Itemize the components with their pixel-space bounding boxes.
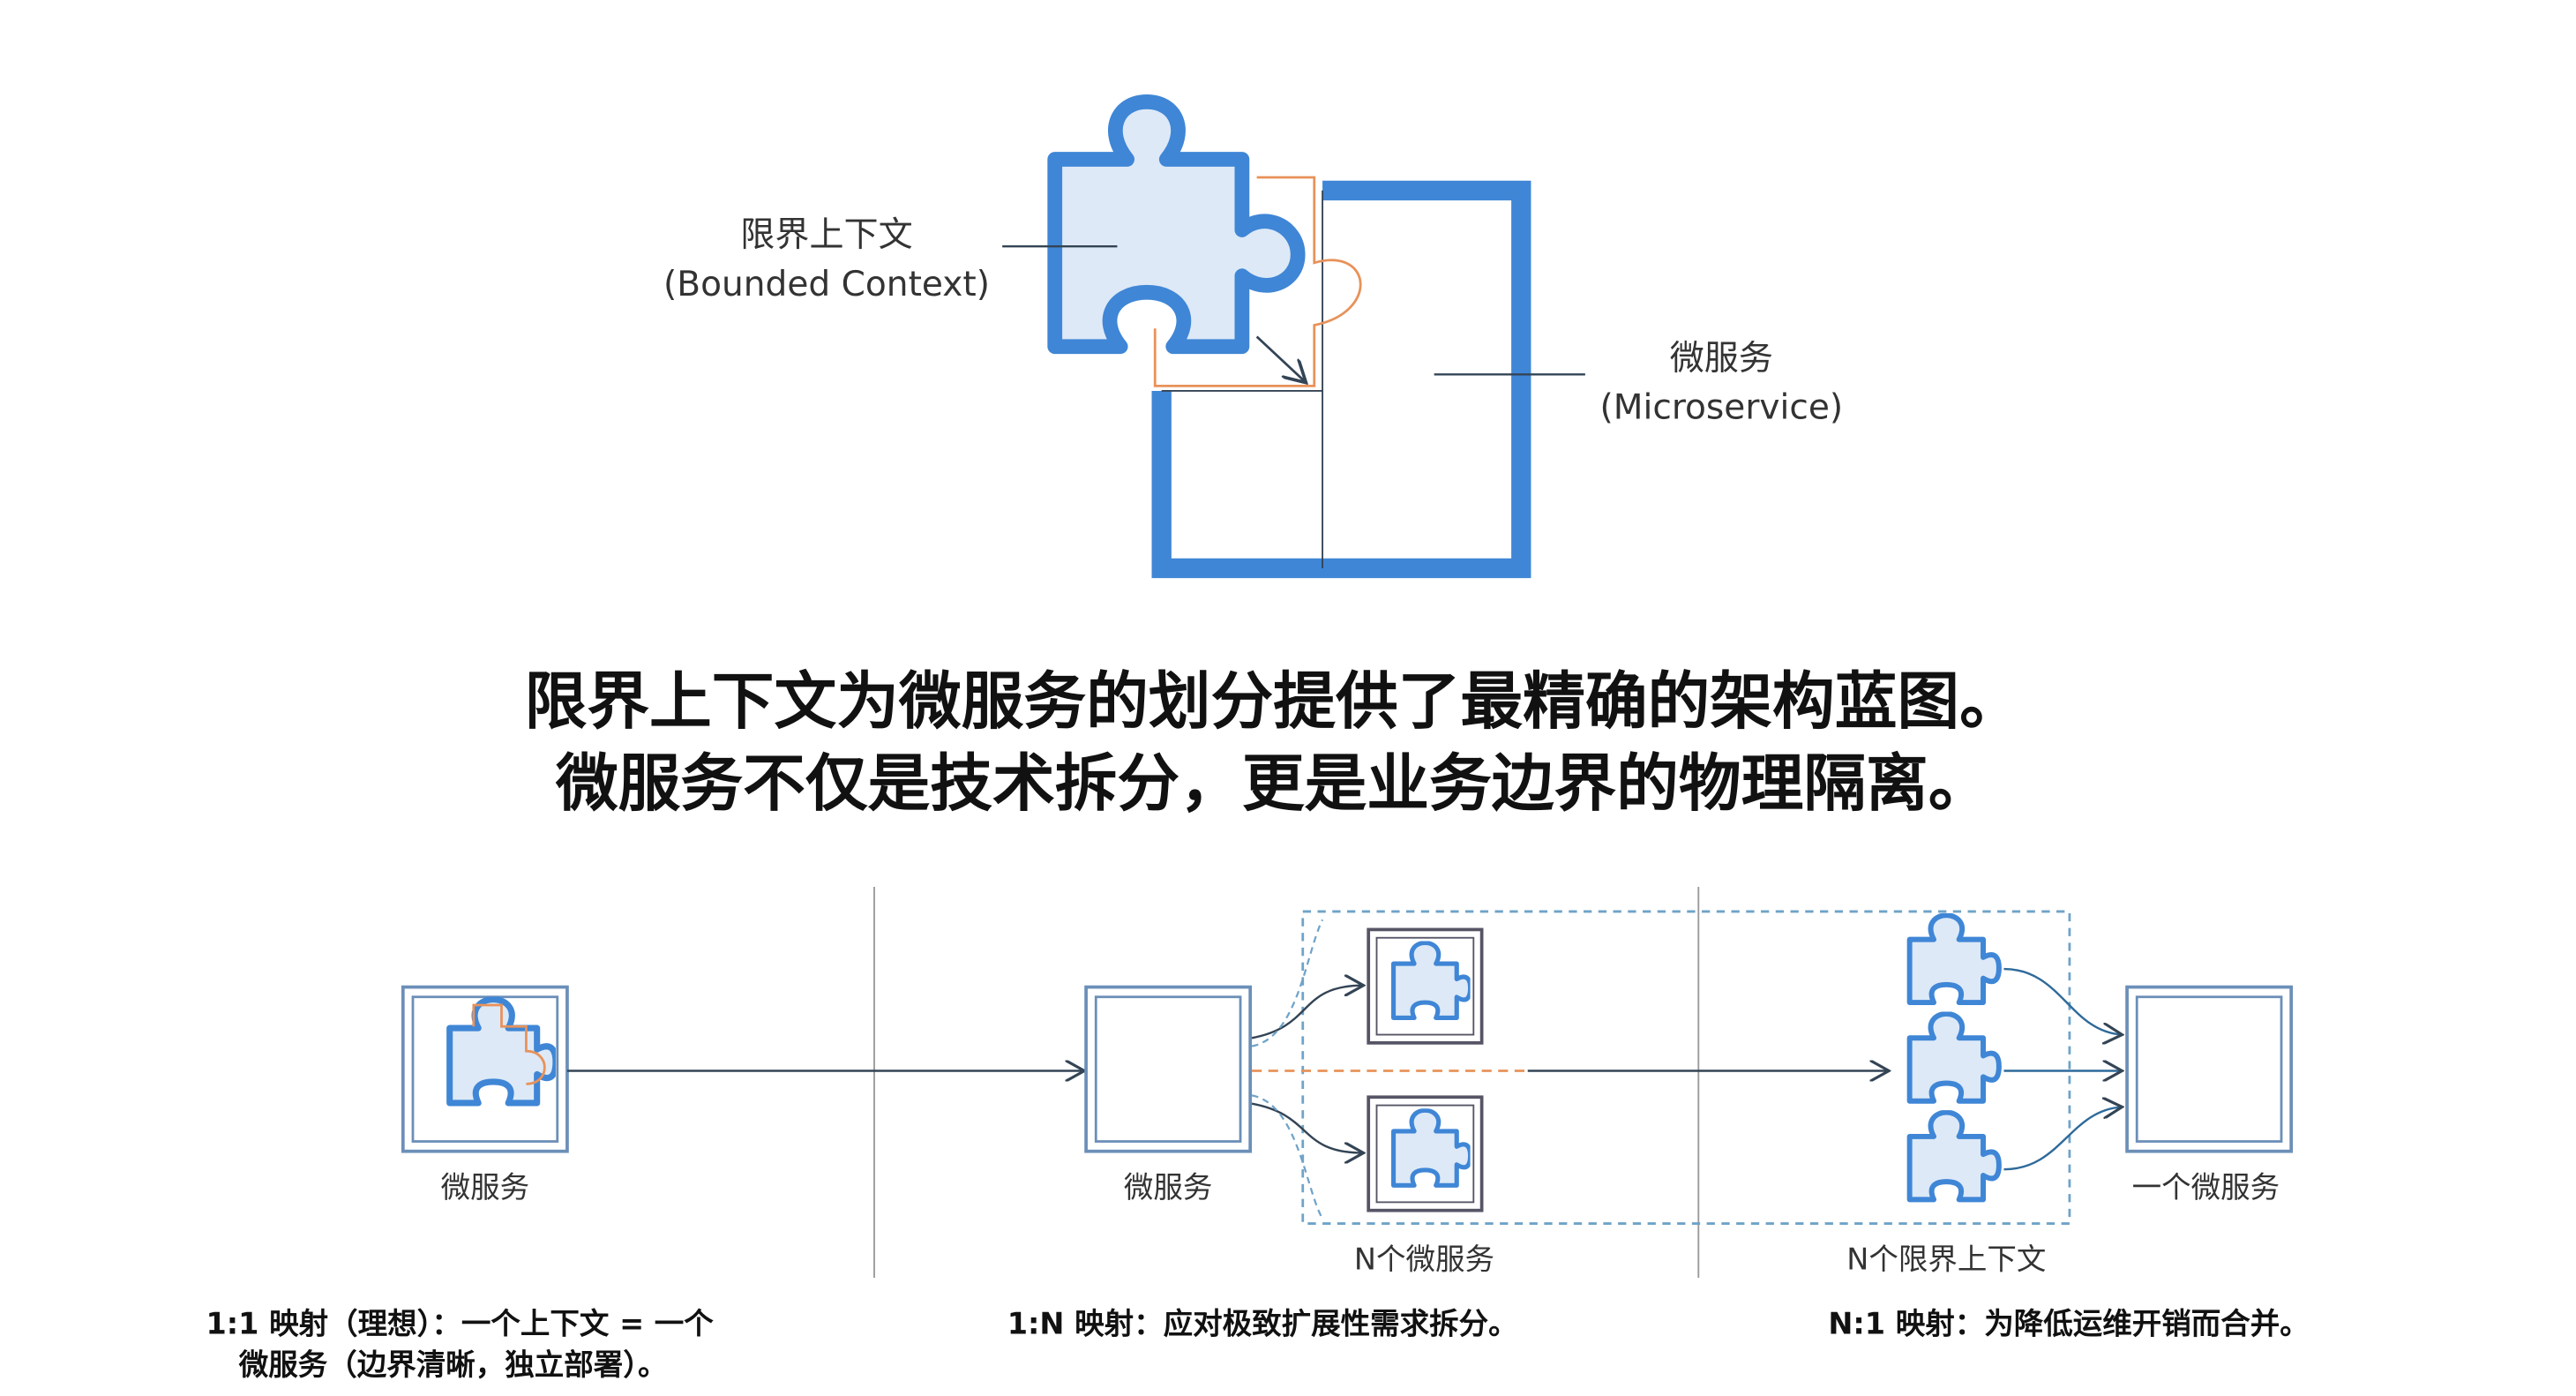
bounded-context-puzzle — [1047, 94, 1306, 355]
puzzle-icon — [1910, 1014, 1999, 1101]
panel-1-service-label: 微服务 — [441, 1170, 530, 1205]
split-arrow — [1251, 1102, 1364, 1153]
split-service-box-1 — [1367, 927, 1484, 1045]
merge-arrow — [2003, 1107, 2122, 1171]
ms-label-en: (Microservice) — [1600, 388, 1844, 428]
fit-arrow — [1255, 335, 1307, 383]
panel-2-caption: 1:N 映射：应对极致扩展性需求拆分。 — [1007, 1306, 1518, 1340]
panel-1-caption-line1: 1:1 映射（理想）：一个上下文 = 一个 — [206, 1306, 714, 1340]
panel-3-service-label: 一个微服务 — [2132, 1170, 2280, 1205]
headline-line1: 限界上下文为微服务的划分提供了最精确的架构蓝图。 — [525, 664, 2022, 738]
puzzle-icon — [1910, 1113, 1999, 1200]
orange-cutout-outline — [1153, 176, 1362, 387]
panel-2-group-label: N个微服务 — [1354, 1242, 1494, 1277]
panel-3-caption: N:1 映射：为降低运维开销而合并。 — [1828, 1306, 2309, 1340]
ms-label: 微服务 — [1670, 339, 1773, 379]
puzzle-icon — [1910, 915, 1999, 1002]
panel-1-caption-line2: 微服务（边界清晰，独立部署）。 — [238, 1347, 668, 1382]
bc-label: 限界上下文 — [740, 215, 912, 255]
panel-2-service-box — [1084, 985, 1253, 1153]
split-arrow — [1251, 986, 1364, 1039]
split-service-box-2 — [1367, 1095, 1484, 1212]
microservice-box — [1151, 180, 1531, 579]
group-dashed-box — [1301, 910, 2071, 1225]
bc-label-en: (Bounded Context) — [663, 265, 990, 304]
panel-2-service-label: 微服务 — [1124, 1170, 1213, 1205]
headline-line2: 微服务不仅是技术拆分，更是业务边界的物理隔离。 — [555, 747, 1991, 820]
panel-3-service-box — [2125, 985, 2294, 1153]
panel-1-service-box — [401, 985, 569, 1153]
panel-3-group-label: N个限界上下文 — [1846, 1242, 2046, 1277]
merge-arrow — [2003, 967, 2122, 1034]
